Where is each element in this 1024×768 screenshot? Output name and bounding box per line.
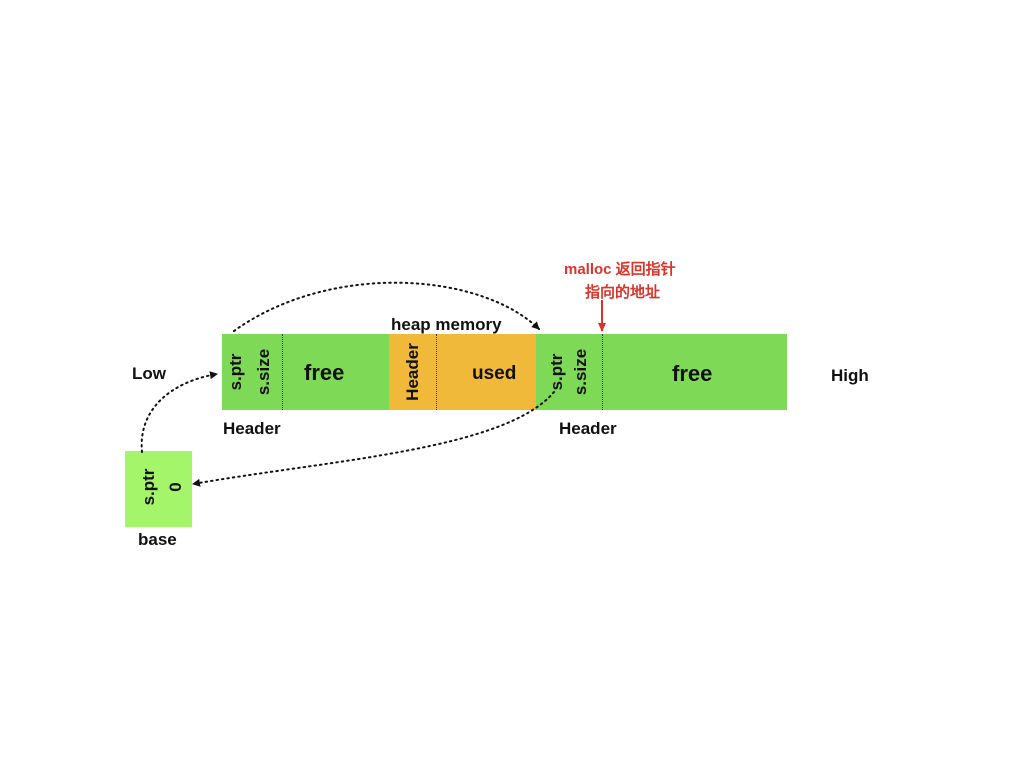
heap-memory-label: heap memory [391, 315, 502, 334]
left-free-block [222, 334, 389, 410]
left-header-divider [282, 334, 283, 410]
right-free-label: free [672, 361, 713, 386]
right-header-caption: Header [559, 419, 617, 438]
high-label: High [831, 366, 869, 385]
used-block [389, 334, 536, 410]
malloc-annotation-line1: malloc 返回指针 [564, 261, 676, 278]
used-label: used [472, 363, 517, 384]
left-free-label: free [304, 360, 345, 385]
wrap-to-base-arrow [192, 391, 555, 487]
malloc-annotation-line2: 指向的地址 [585, 284, 661, 301]
next-free-arrow [233, 281, 540, 332]
base-to-first-arrow [140, 371, 218, 453]
base-caption: base [138, 530, 177, 549]
left-header-caption: Header [223, 419, 281, 438]
right-header-divider [602, 334, 603, 410]
base-block [125, 451, 192, 527]
right-free-block [536, 334, 787, 410]
low-label: Low [132, 364, 166, 383]
used-header-divider [436, 334, 437, 410]
